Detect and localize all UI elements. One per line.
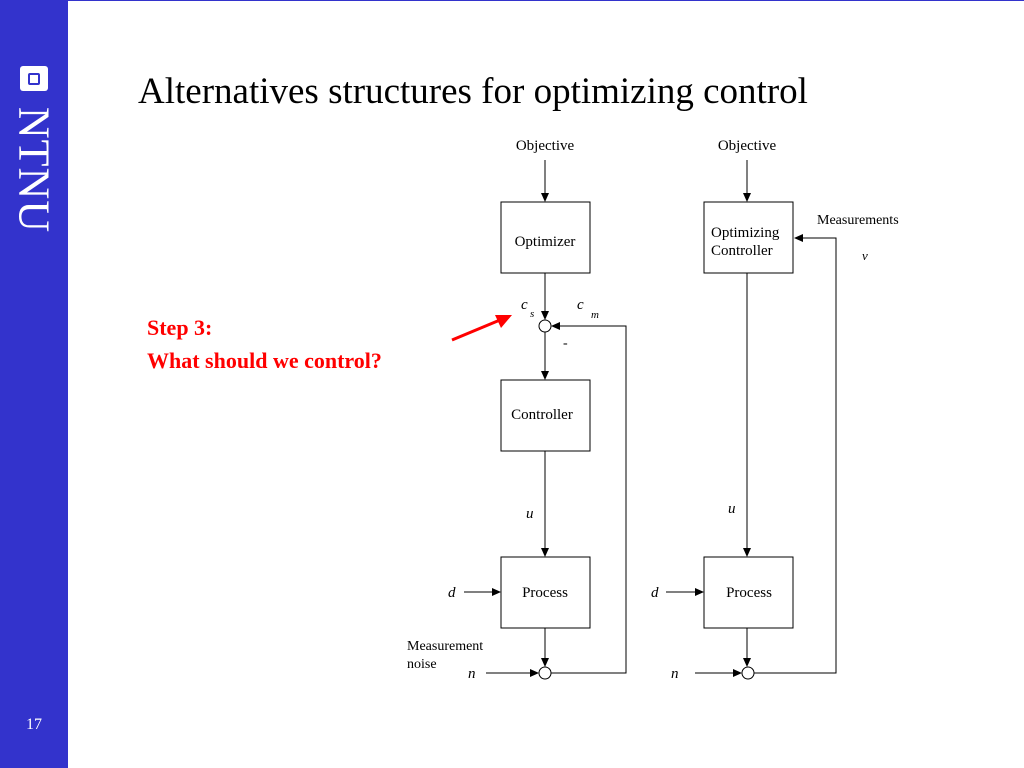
slide-title: Alternatives structures for optimizing c… — [138, 71, 808, 112]
slide-number: 17 — [26, 716, 42, 733]
callout-step: Step 3: — [147, 315, 213, 340]
left-n-label: n — [468, 666, 476, 682]
cm-subscript: m — [591, 309, 599, 321]
right-d-label: d — [651, 585, 659, 601]
ntnu-logo-icon — [20, 66, 48, 91]
right-process-label: Process — [726, 585, 772, 601]
left-noise-junction — [538, 666, 552, 680]
summing-junction — [538, 319, 552, 333]
left-process-box — [500, 556, 591, 629]
sidebar: NTNU 17 — [0, 0, 68, 768]
optimizing-controller-line1: Optimizing — [711, 225, 780, 241]
right-u-label: u — [728, 501, 736, 517]
optimizing-controller-box — [703, 201, 794, 274]
right-noise-junction — [741, 666, 755, 680]
v-label: v — [862, 248, 868, 263]
left-objective-label: Objective — [516, 138, 575, 154]
right-process-box — [703, 556, 794, 629]
callout-text: Step 3: What should we control? — [147, 311, 382, 377]
measurements-label: Measurements — [817, 213, 899, 228]
callout-arrow — [451, 315, 512, 342]
left-d-label: d — [448, 585, 456, 601]
minus-sign: - — [563, 336, 568, 351]
callout-question: What should we control? — [147, 348, 382, 373]
cm-label: c — [577, 297, 584, 313]
right-n-label: n — [671, 666, 679, 682]
top-rule — [68, 0, 1024, 1]
controller-box — [500, 379, 591, 452]
right-structure: Objective Optimizing Controller Measurem… — [651, 138, 899, 682]
noise-label-line1: Measurement — [407, 639, 483, 654]
cs-label: c — [521, 297, 528, 313]
left-process-label: Process — [522, 585, 568, 601]
left-u-label: u — [526, 506, 534, 522]
right-objective-label: Objective — [718, 138, 777, 154]
controller-label: Controller — [511, 407, 573, 423]
optimizing-controller-line2: Controller — [711, 243, 773, 259]
optimizer-label: Optimizer — [515, 234, 576, 250]
cs-subscript: s — [530, 308, 534, 320]
left-structure: Objective Optimizer c s c m - Controller… — [407, 138, 627, 682]
noise-label-line2: noise — [407, 657, 437, 672]
